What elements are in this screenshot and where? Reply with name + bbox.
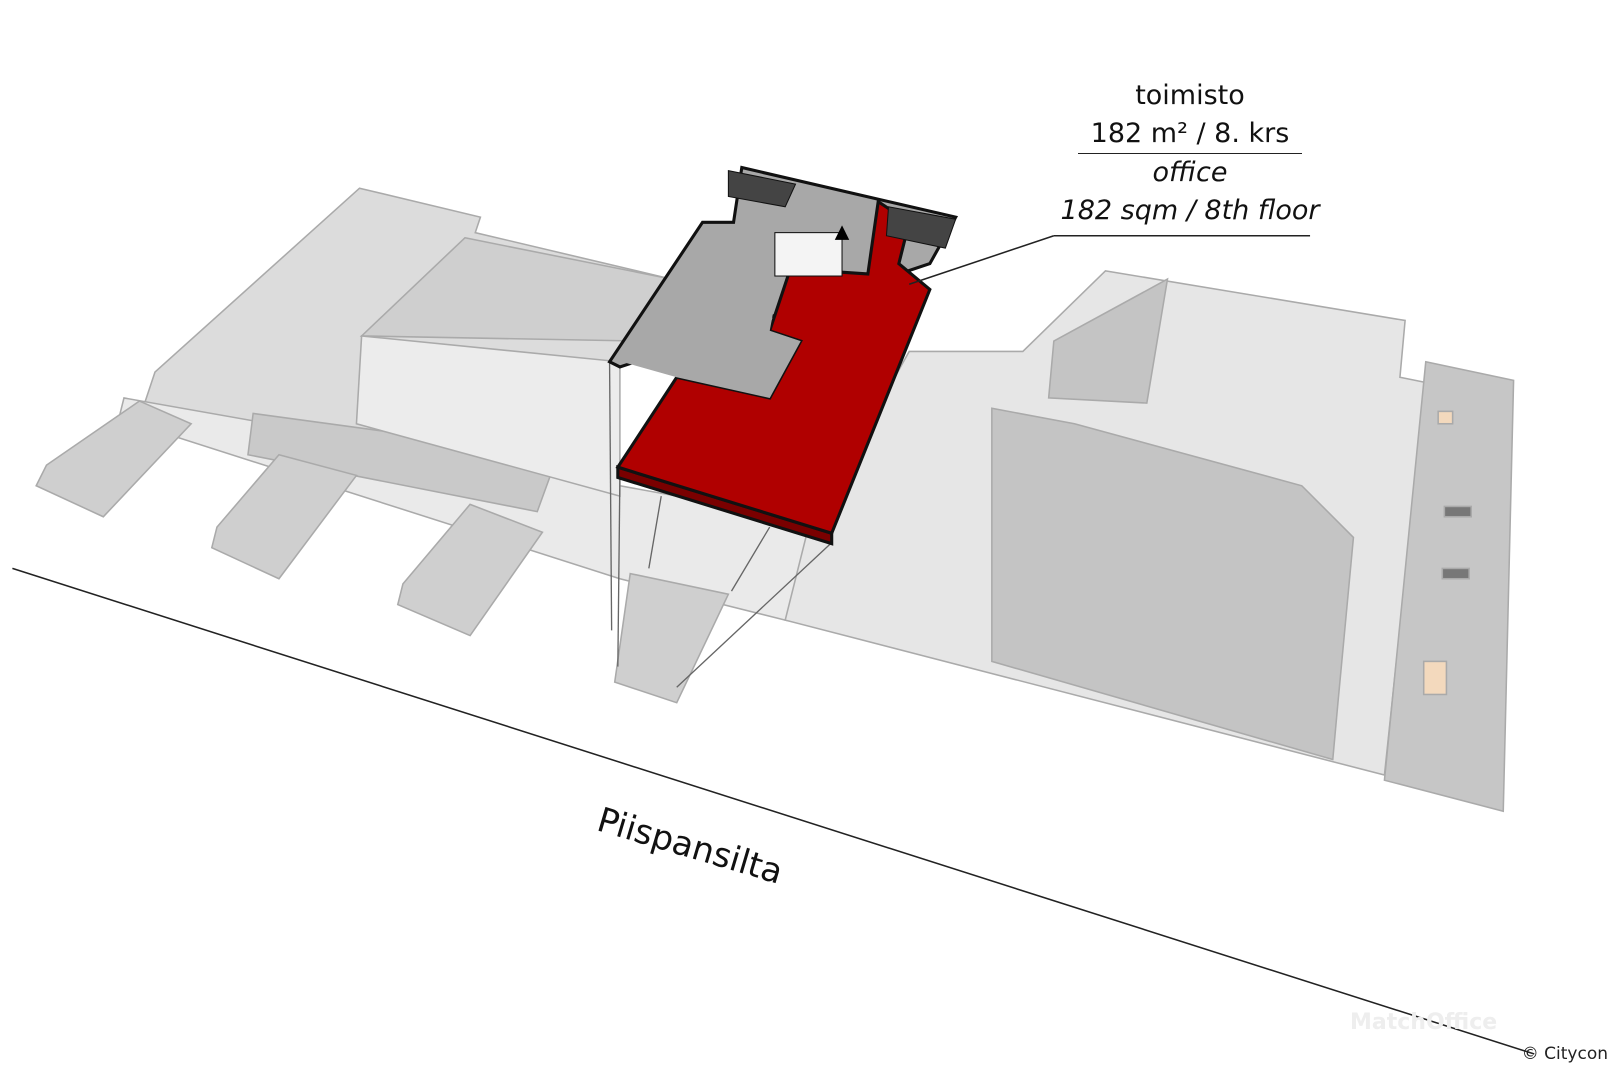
elevator-icon — [774, 232, 843, 277]
grey-area-cover — [614, 225, 801, 398]
street-line — [12, 567, 1535, 1055]
projection-lines — [608, 361, 833, 688]
copyright: © Citycon — [1521, 1044, 1608, 1064]
unit-size-fi: 182 m² / 8. krs — [1078, 115, 1302, 154]
stub-4 — [613, 572, 730, 704]
east-strip — [1383, 360, 1515, 813]
watermark: MatchOffice — [1350, 1010, 1498, 1035]
stub-2 — [210, 453, 358, 580]
stub-1 — [35, 400, 193, 518]
right-block-north — [1047, 277, 1169, 404]
label-leader-line — [908, 234, 1055, 286]
unit-type-en: office — [1152, 157, 1228, 188]
right-wing-rooms — [991, 407, 1355, 761]
ground-floor-plan — [35, 187, 1515, 813]
stair-icon — [727, 170, 797, 208]
stub-3 — [396, 503, 544, 637]
up-arrow-icon — [834, 225, 850, 240]
unit-type-fi: toimisto — [1135, 80, 1245, 111]
unit-size-en: 182 sqm / 8th floor — [1060, 195, 1320, 226]
stair-icon — [885, 206, 957, 249]
stair-marker-east-2 — [1422, 660, 1448, 696]
stair-marker-east-1 — [1437, 410, 1454, 425]
office-floor-8 — [607, 165, 959, 546]
elevator-marker — [1443, 505, 1472, 518]
elevator-marker — [1441, 567, 1470, 580]
unit-label: toimisto 182 m² / 8. krs office 182 sqm … — [1050, 77, 1330, 230]
